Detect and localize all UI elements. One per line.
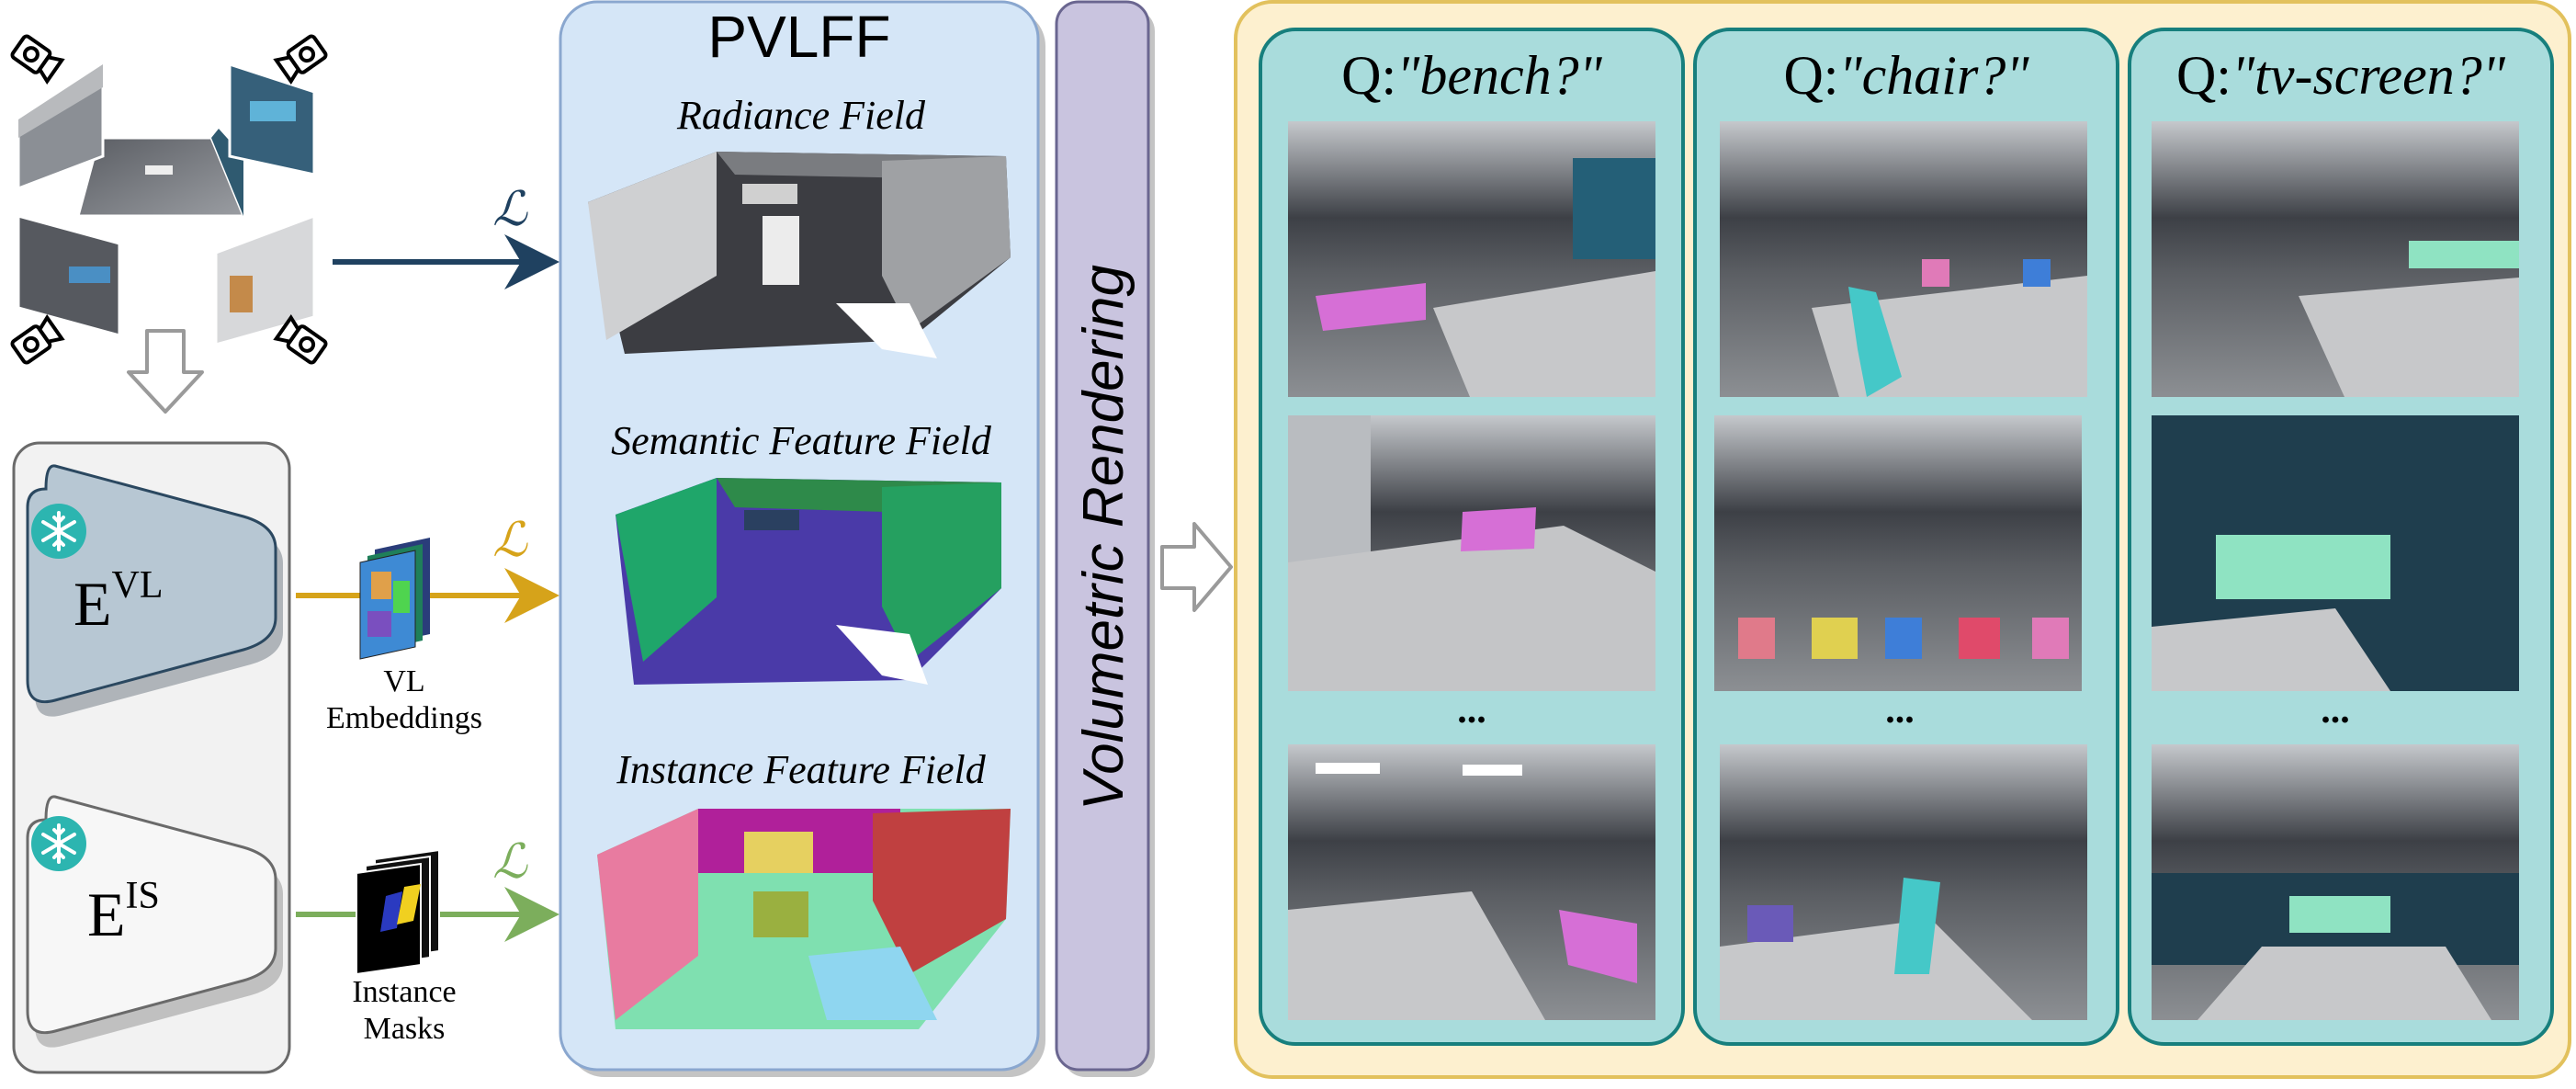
vl-encoder: EVL [26, 464, 283, 717]
semantic-loss-symbol: ℒ [492, 515, 528, 567]
radiance-field-label: Radiance Field [676, 93, 926, 138]
query-term: "chair?" [1838, 45, 2029, 106]
query-tv-screen-ellipsis: ... [2321, 689, 2350, 732]
pvlff-title: PVLFF [707, 4, 890, 70]
encoder-panel: EVL EIS [12, 441, 291, 1074]
is-encoder-base: E [87, 879, 126, 949]
input-views [10, 34, 328, 414]
query-bench-ellipsis: ... [1457, 689, 1486, 732]
pvlff-panel: PVLFF Radiance Field Semantic Feature Fi… [559, 0, 1045, 1077]
instance-feature-field-render [597, 809, 1011, 1029]
input-view-top-left [17, 62, 105, 191]
snowflake-icon [31, 504, 86, 559]
radiance-loss-symbol: ℒ [492, 184, 528, 236]
is-encoder: EIS [26, 795, 283, 1048]
query-column-bench: Q:"bench?" ... [1259, 28, 1685, 1046]
result-image [1288, 744, 1655, 1020]
down-arrow-icon [127, 329, 204, 414]
query-prefix: Q: [1341, 45, 1396, 106]
result-image [1720, 121, 2087, 397]
result-image [2152, 415, 2519, 691]
instance-loss-symbol: ℒ [492, 836, 528, 889]
vl-embeddings-label-line1: VL [383, 664, 424, 698]
camera-icon [273, 313, 328, 365]
result-image [1288, 121, 1655, 397]
query-chair-ellipsis: ... [1885, 689, 1915, 732]
camera-icon [273, 34, 328, 85]
query-prefix: Q: [1783, 45, 1838, 106]
vl-encoder-label: EVL [73, 564, 164, 639]
is-encoder-sup: IS [126, 875, 160, 917]
instance-masks-label-line1: Instance [352, 975, 456, 1009]
is-encoder-label: EIS [87, 875, 160, 949]
query-term: "bench?" [1396, 45, 1602, 106]
instance-masks-label-line2: Masks [364, 1012, 446, 1046]
query-chair-title: Q:"chair?" [1783, 45, 2029, 106]
vl-encoder-sup: VL [112, 564, 164, 607]
input-view-bottom-right [214, 213, 316, 346]
vl-embeddings-label-line2: Embeddings [326, 701, 482, 735]
result-image [1720, 744, 2087, 1020]
result-image [1714, 415, 2082, 691]
query-bench-title: Q:"bench?" [1341, 45, 1602, 106]
semantic-feature-field-render [616, 478, 1001, 685]
volumetric-rendering-label: Volumetric Rendering [1072, 265, 1135, 811]
volumetric-rendering-bar: Volumetric Rendering [1055, 0, 1155, 1077]
radiance-field-render [588, 152, 1011, 358]
semantic-feature-field-label: Semantic Feature Field [611, 418, 992, 463]
result-image [2152, 121, 2519, 397]
query-column-tv-screen: Q:"tv-screen?" ... [2128, 28, 2554, 1046]
query-prefix: Q: [2176, 45, 2231, 106]
query-column-chair: Q:"chair?" ... [1693, 28, 2119, 1046]
camera-icon [10, 34, 65, 85]
snowflake-icon [31, 816, 86, 871]
query-tv-screen-title: Q:"tv-screen?" [2176, 45, 2506, 106]
instance-feature-field-label: Instance Feature Field [616, 747, 987, 792]
result-image [2152, 744, 2519, 1020]
vl-embeddings-stack [359, 538, 430, 660]
camera-icon [10, 313, 65, 365]
input-view-bottom-left [17, 214, 121, 337]
query-results-panel: Q:"bench?" ... [1234, 0, 2571, 1079]
input-view-top-right [228, 62, 316, 176]
vl-encoder-base: E [73, 569, 112, 639]
query-term: "tv-screen?" [2231, 45, 2506, 106]
instance-masks-stack [356, 848, 440, 976]
right-arrow-icon [1160, 522, 1233, 612]
result-image [1288, 415, 1655, 691]
